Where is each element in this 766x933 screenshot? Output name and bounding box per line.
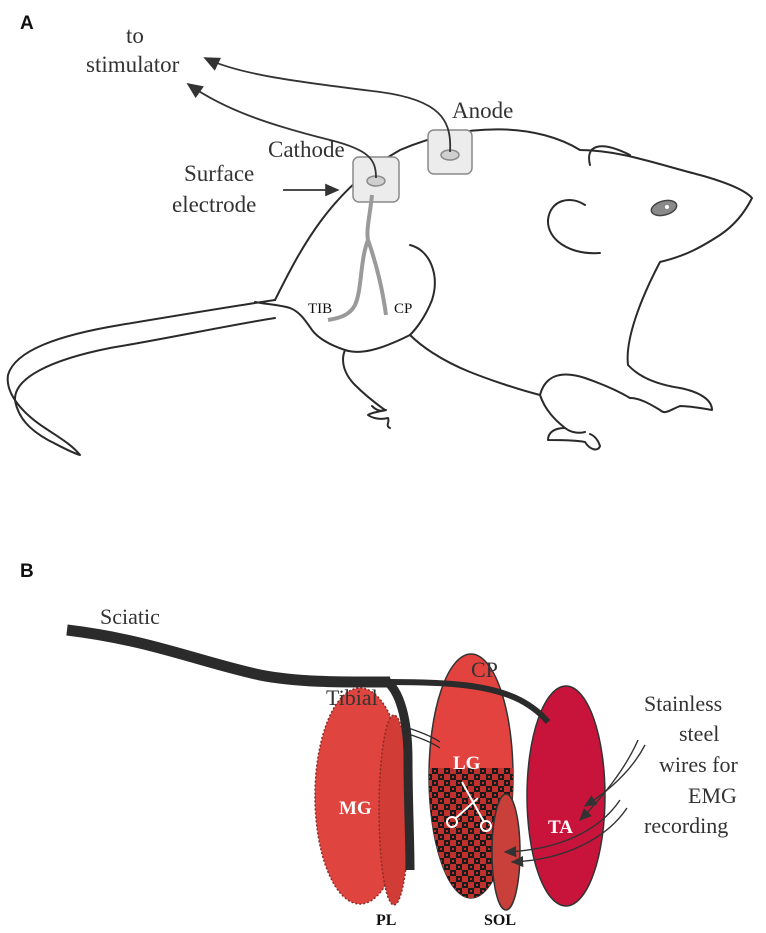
sciatic-label: Sciatic: [100, 604, 160, 629]
tib-nerve: [327, 239, 370, 322]
rat-hind-foot: [254, 301, 346, 351]
lg-label: LG: [453, 753, 481, 774]
tibial-nerve: [382, 676, 415, 871]
cp-nerve: [366, 239, 388, 316]
mg-label: MG: [339, 798, 372, 819]
wires-for-label: wires for: [659, 752, 738, 777]
to-label: to: [126, 23, 144, 48]
surface-label: Surface: [184, 161, 254, 186]
rat-belly: [342, 334, 411, 429]
recording-label: recording: [644, 813, 728, 838]
tib-label: TIB: [308, 301, 332, 317]
rat-ear: [588, 145, 631, 166]
rat-eye-highlight: [665, 205, 669, 209]
rat-front-toes: [564, 427, 586, 434]
sciatic-nerve: [66, 624, 391, 688]
pl-label: PL: [376, 912, 396, 929]
rat-cheek: [546, 199, 601, 255]
panel-a-letter: A: [20, 13, 34, 34]
rat-eye: [650, 199, 678, 217]
rat-body-outline: [274, 128, 753, 414]
cathode-label: Cathode: [268, 137, 345, 162]
emg-wire-4: [510, 807, 628, 868]
emg-label: EMG: [688, 783, 737, 808]
tibial-branch-wires: [401, 725, 441, 749]
steel-label: steel: [679, 721, 719, 746]
ta-label: TA: [548, 817, 573, 838]
rat-front-leg: [539, 373, 631, 451]
panel-a: A: [6, 13, 753, 456]
rat-illustration: [6, 128, 753, 456]
rat-hind-toes: [371, 405, 387, 412]
cp-label: CP: [394, 301, 412, 317]
anode-label: Anode: [452, 98, 513, 123]
emg-wire-3: [503, 799, 621, 858]
cathode-wire: [186, 82, 377, 179]
cathode-electrode: [352, 156, 400, 203]
electrode-label: electrode: [172, 192, 256, 217]
rat-tail: [6, 299, 276, 456]
ta-muscle: [526, 685, 606, 907]
cp-nerve-b: [389, 679, 551, 724]
emg-wire-2: [583, 744, 646, 807]
stimulator-label: stimulator: [86, 52, 180, 77]
nerve-trunk: [365, 194, 374, 241]
tibial-label: Tibial: [326, 685, 378, 710]
sol-label: SOL: [484, 912, 516, 929]
scissors-icon: [446, 781, 492, 832]
cp-label-b: CP: [471, 657, 498, 682]
rat-hind-leg: [409, 244, 436, 336]
panel-b-letter: B: [20, 561, 34, 582]
stainless-label: Stainless: [644, 691, 722, 716]
anode-wire: [203, 57, 452, 153]
emg-wire-1: [579, 739, 639, 821]
rat-front-leg-2: [409, 334, 541, 396]
panel-b: B Sciatic Tibial CP Stainless steel wi: [20, 561, 738, 929]
